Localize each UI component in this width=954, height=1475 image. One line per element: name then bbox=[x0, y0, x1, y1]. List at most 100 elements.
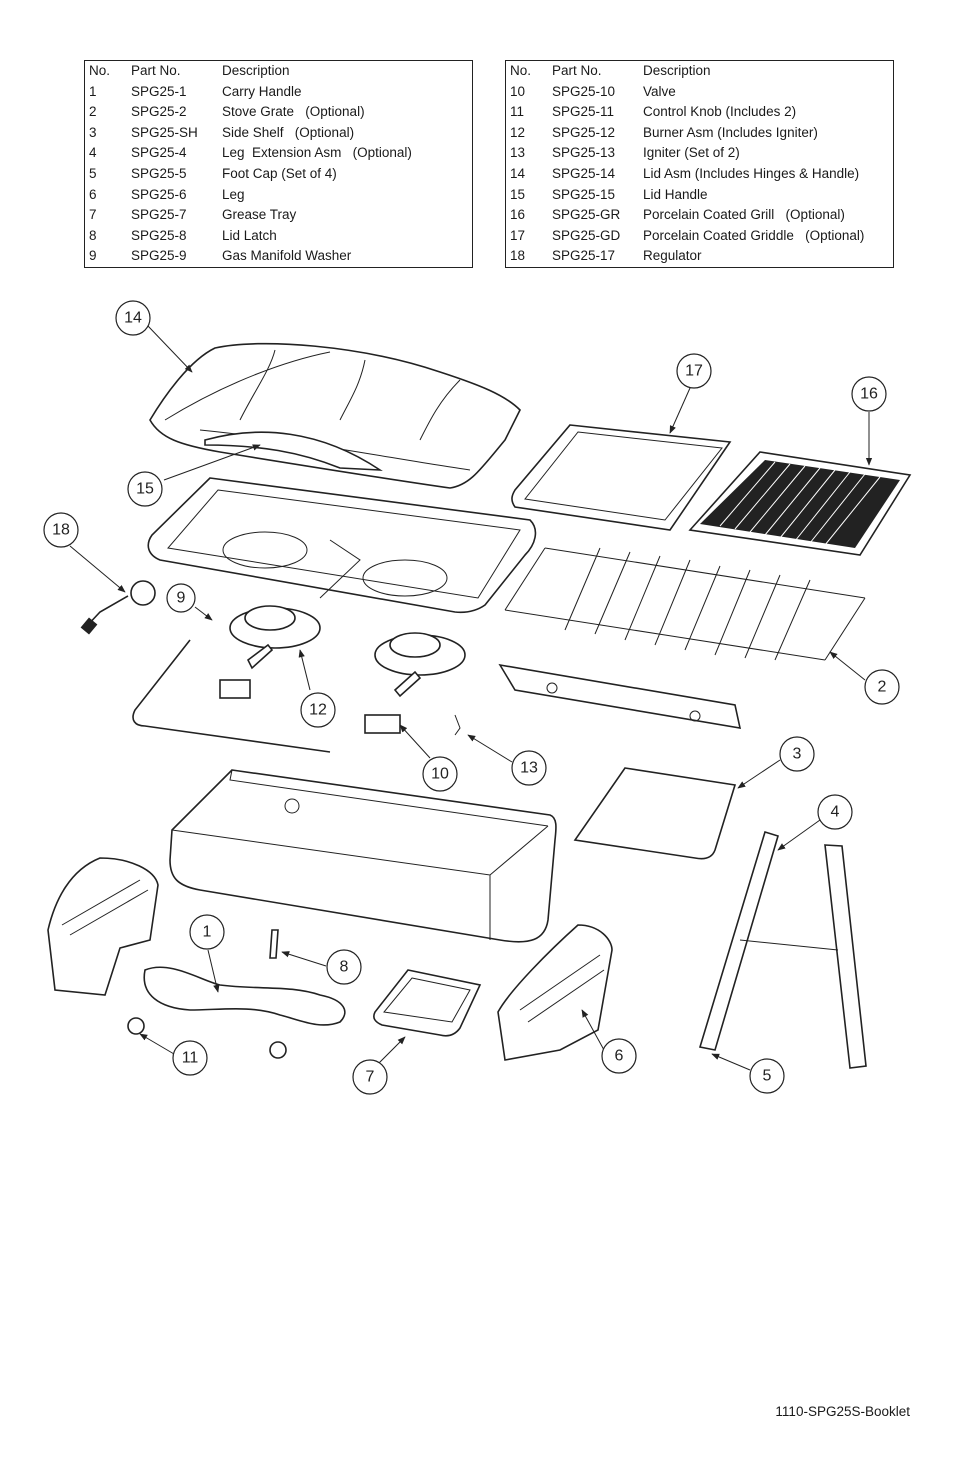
cooking-tray bbox=[147, 477, 537, 614]
control-knob bbox=[127, 1017, 145, 1035]
burner-assembly bbox=[229, 605, 466, 698]
cell-desc: Side Shelf (Optional) bbox=[222, 124, 355, 140]
cell-desc: Carry Handle bbox=[222, 83, 302, 99]
cell-desc: Foot Cap (Set of 4) bbox=[222, 165, 337, 181]
svg-text:17: 17 bbox=[685, 363, 703, 380]
parts-table-left: No. Part No. Description 1 SPG25-1 Carry H… bbox=[84, 60, 473, 268]
header-part-no: Part No. bbox=[131, 63, 181, 78]
heat-shield bbox=[498, 663, 742, 729]
cell-no: 11 bbox=[510, 104, 525, 120]
table-row: 3 SPG25-SH Side Shelf (Optional) bbox=[85, 123, 473, 144]
cell-no: 6 bbox=[89, 186, 97, 202]
table-row: 11 SPG25-11 Control Knob (Includes 2) bbox=[506, 102, 894, 123]
cell-part: SPG25-13 bbox=[552, 145, 616, 161]
cell-desc: Leg bbox=[222, 186, 245, 202]
table-row: 15 SPG25-15 Lid Handle bbox=[506, 185, 894, 206]
svg-text:8: 8 bbox=[340, 959, 349, 976]
cell-part: SPG25-GD bbox=[552, 227, 621, 243]
grill-base bbox=[169, 769, 557, 943]
callout-2: 2 bbox=[864, 669, 900, 705]
lid-assembly bbox=[149, 342, 521, 489]
cell-part: SPG25-5 bbox=[131, 165, 187, 181]
svg-text:12: 12 bbox=[309, 702, 327, 719]
svg-text:2: 2 bbox=[878, 679, 887, 696]
cell-desc: Lid Handle bbox=[643, 186, 708, 202]
table-header-row: No. Part No. Description bbox=[85, 61, 473, 82]
callout-14: 14 bbox=[115, 300, 151, 336]
cell-part: SPG25-SH bbox=[131, 124, 198, 140]
callout-6: 6 bbox=[601, 1038, 637, 1074]
cell-no: 7 bbox=[89, 207, 97, 223]
cell-part: SPG25-1 bbox=[131, 83, 187, 99]
svg-text:3: 3 bbox=[793, 746, 802, 763]
cell-no: 15 bbox=[510, 186, 526, 202]
cell-desc: Stove Grate (Optional) bbox=[222, 104, 365, 120]
gas-manifold bbox=[132, 639, 401, 753]
svg-text:1: 1 bbox=[203, 924, 212, 941]
svg-text:7: 7 bbox=[366, 1069, 375, 1086]
header-no: No. bbox=[89, 63, 111, 78]
table-row: 12 SPG25-12 Burner Asm (Includes Igniter) bbox=[506, 123, 894, 144]
cell-no: 3 bbox=[89, 124, 97, 140]
regulator bbox=[80, 580, 156, 635]
cell-no: 8 bbox=[89, 227, 97, 243]
svg-text:6: 6 bbox=[615, 1048, 624, 1065]
table-row: 7 SPG25-7 Grease Tray bbox=[85, 205, 473, 226]
griddle bbox=[511, 424, 732, 531]
cell-no: 18 bbox=[510, 248, 526, 264]
booklet-code: 1110-SPG25S-Booklet bbox=[775, 1404, 910, 1419]
callout-15: 15 bbox=[127, 471, 163, 507]
cell-part: SPG25-14 bbox=[552, 165, 616, 181]
cell-part: SPG25-17 bbox=[552, 248, 616, 264]
callout-4: 4 bbox=[817, 794, 853, 830]
table-header-row: No. Part No. Description bbox=[506, 61, 894, 82]
callout-10: 10 bbox=[422, 756, 458, 792]
leg-right bbox=[497, 924, 613, 1061]
cell-part: SPG25-12 bbox=[552, 124, 616, 140]
cell-no: 2 bbox=[89, 104, 97, 120]
cell-no: 12 bbox=[510, 124, 526, 140]
cell-desc: Regulator bbox=[643, 248, 702, 264]
callout-13: 13 bbox=[511, 750, 547, 786]
svg-text:10: 10 bbox=[431, 766, 449, 783]
cell-part: SPG25-15 bbox=[552, 186, 616, 202]
cell-no: 5 bbox=[89, 165, 97, 181]
header-description: Description bbox=[222, 63, 290, 78]
cell-no: 17 bbox=[510, 227, 526, 243]
header-description: Description bbox=[643, 63, 711, 78]
callout-17: 17 bbox=[676, 353, 712, 389]
cell-desc: Leg Extension Asm (Optional) bbox=[222, 145, 412, 161]
control-knob bbox=[269, 1041, 287, 1059]
cell-part: SPG25-GR bbox=[552, 207, 621, 223]
cell-desc: Burner Asm (Includes Igniter) bbox=[643, 124, 818, 140]
cell-part: SPG25-7 bbox=[131, 207, 187, 223]
svg-text:14: 14 bbox=[124, 310, 142, 327]
svg-text:9: 9 bbox=[177, 590, 186, 607]
igniter bbox=[454, 714, 461, 736]
cell-desc: Porcelain Coated Grill (Optional) bbox=[643, 207, 845, 223]
callout-1: 1 bbox=[189, 914, 225, 950]
table-row: 16 SPG25-GR Porcelain Coated Grill (Option… bbox=[506, 205, 894, 226]
cell-desc: Grease Tray bbox=[222, 207, 297, 223]
cell-desc: Igniter (Set of 2) bbox=[643, 145, 740, 161]
cell-no: 1 bbox=[89, 83, 97, 99]
cell-part: SPG25-11 bbox=[552, 104, 615, 120]
callout-7: 7 bbox=[352, 1059, 388, 1095]
cell-no: 16 bbox=[510, 207, 526, 223]
cell-part: SPG25-10 bbox=[552, 83, 616, 99]
cell-desc: Gas Manifold Washer bbox=[222, 248, 352, 264]
svg-text:16: 16 bbox=[860, 386, 878, 403]
callout-5: 5 bbox=[749, 1058, 785, 1094]
table-row: 18 SPG25-17 Regulator bbox=[506, 246, 894, 267]
cell-desc: Lid Asm (Includes Hinges & Handle) bbox=[643, 165, 860, 181]
cell-desc: Control Knob (Includes 2) bbox=[643, 104, 797, 120]
cell-no: 9 bbox=[89, 248, 97, 264]
